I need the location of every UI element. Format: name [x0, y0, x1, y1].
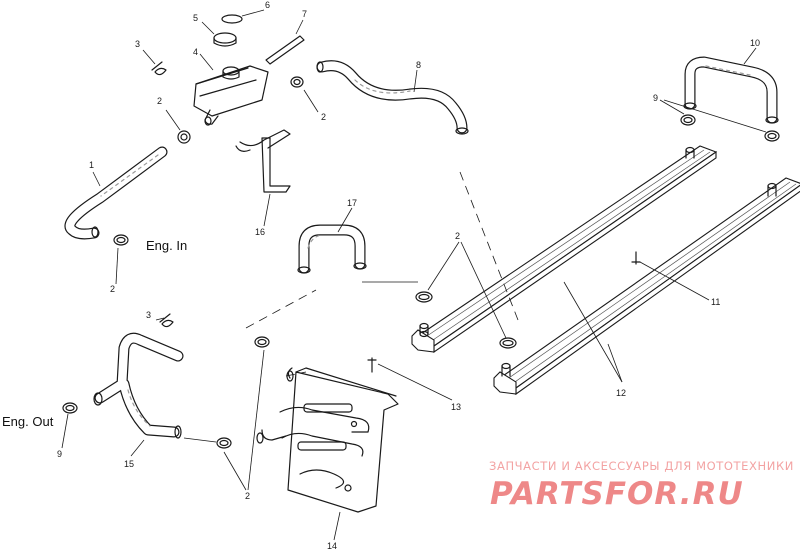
reservoir-cap: [213, 32, 237, 47]
callout-10: 10: [750, 38, 760, 48]
callout-14: 14: [327, 541, 337, 551]
callout-2: 2: [157, 96, 162, 106]
watermark-tagline: ЗАПЧАСТИ И АКСЕССУАРЫ ДЛЯ МОТОТЕХНИКИ: [489, 459, 794, 473]
leader-lines: [61, 9, 767, 541]
callout-2: 2: [245, 491, 250, 501]
hose-inverted-u: [297, 224, 367, 274]
hose-clamp: [177, 130, 191, 144]
callout-17: 17: [347, 198, 357, 208]
spring-clip-upper: [151, 61, 167, 76]
hose-crossover: [683, 56, 779, 124]
engine-in-label: Eng. In: [146, 238, 187, 253]
callout-12: 12: [616, 388, 626, 398]
coolant-reservoir: [193, 65, 269, 126]
heat-exchanger-right: [493, 177, 800, 396]
hose-clamp: [62, 402, 78, 414]
callout-15: 15: [124, 459, 134, 469]
hose-clamp: [216, 437, 232, 449]
hose-clamp: [290, 76, 304, 88]
mounting-screw: [367, 357, 377, 373]
hose-engine-in: [64, 146, 168, 240]
callout-3: 3: [135, 39, 140, 49]
cap-seal: [221, 14, 243, 24]
spring-clip-lower: [159, 313, 174, 328]
callout-11: 11: [711, 297, 720, 307]
callout-2: 2: [455, 231, 460, 241]
heat-exchanger-left: [411, 145, 718, 354]
callout-2: 2: [321, 112, 326, 122]
hose-clamp: [764, 130, 780, 142]
watermark-logo: PARTSFOR.RU: [490, 476, 744, 512]
engine-out-label: Eng. Out: [2, 414, 54, 429]
callout-4: 4: [193, 47, 198, 57]
hose-clamp: [680, 114, 696, 126]
callout-6: 6: [265, 0, 270, 10]
callout-1: 1: [89, 160, 94, 170]
hose-upper-s: [316, 60, 469, 135]
callout-9: 9: [653, 93, 658, 103]
callout-5: 5: [193, 13, 198, 23]
mounting-bracket: [235, 129, 291, 193]
callout-numbers: 1 2 2 2 2 2 3 3 4 5 6 7 8 9 9 10 11 12 1…: [57, 0, 760, 551]
callout-3: 3: [146, 310, 151, 320]
hose-clamp: [499, 337, 517, 349]
mounting-screw: [631, 251, 641, 265]
watermark: ЗАПЧАСТИ И АКСЕССУАРЫ ДЛЯ МОТОТЕХНИКИ PA…: [489, 459, 794, 512]
hose-clamp: [113, 234, 129, 246]
callout-8: 8: [416, 60, 421, 70]
callout-7: 7: [302, 9, 307, 19]
callout-16: 16: [255, 227, 265, 237]
callout-2: 2: [110, 284, 115, 294]
hose-clamp: [254, 336, 270, 348]
hose-clamp: [415, 291, 433, 303]
vent-tube: [265, 35, 305, 65]
callout-9: 9: [57, 449, 62, 459]
callout-13: 13: [451, 402, 461, 412]
heat-shield-panel: [256, 367, 399, 513]
hose-engine-out: [93, 332, 184, 439]
